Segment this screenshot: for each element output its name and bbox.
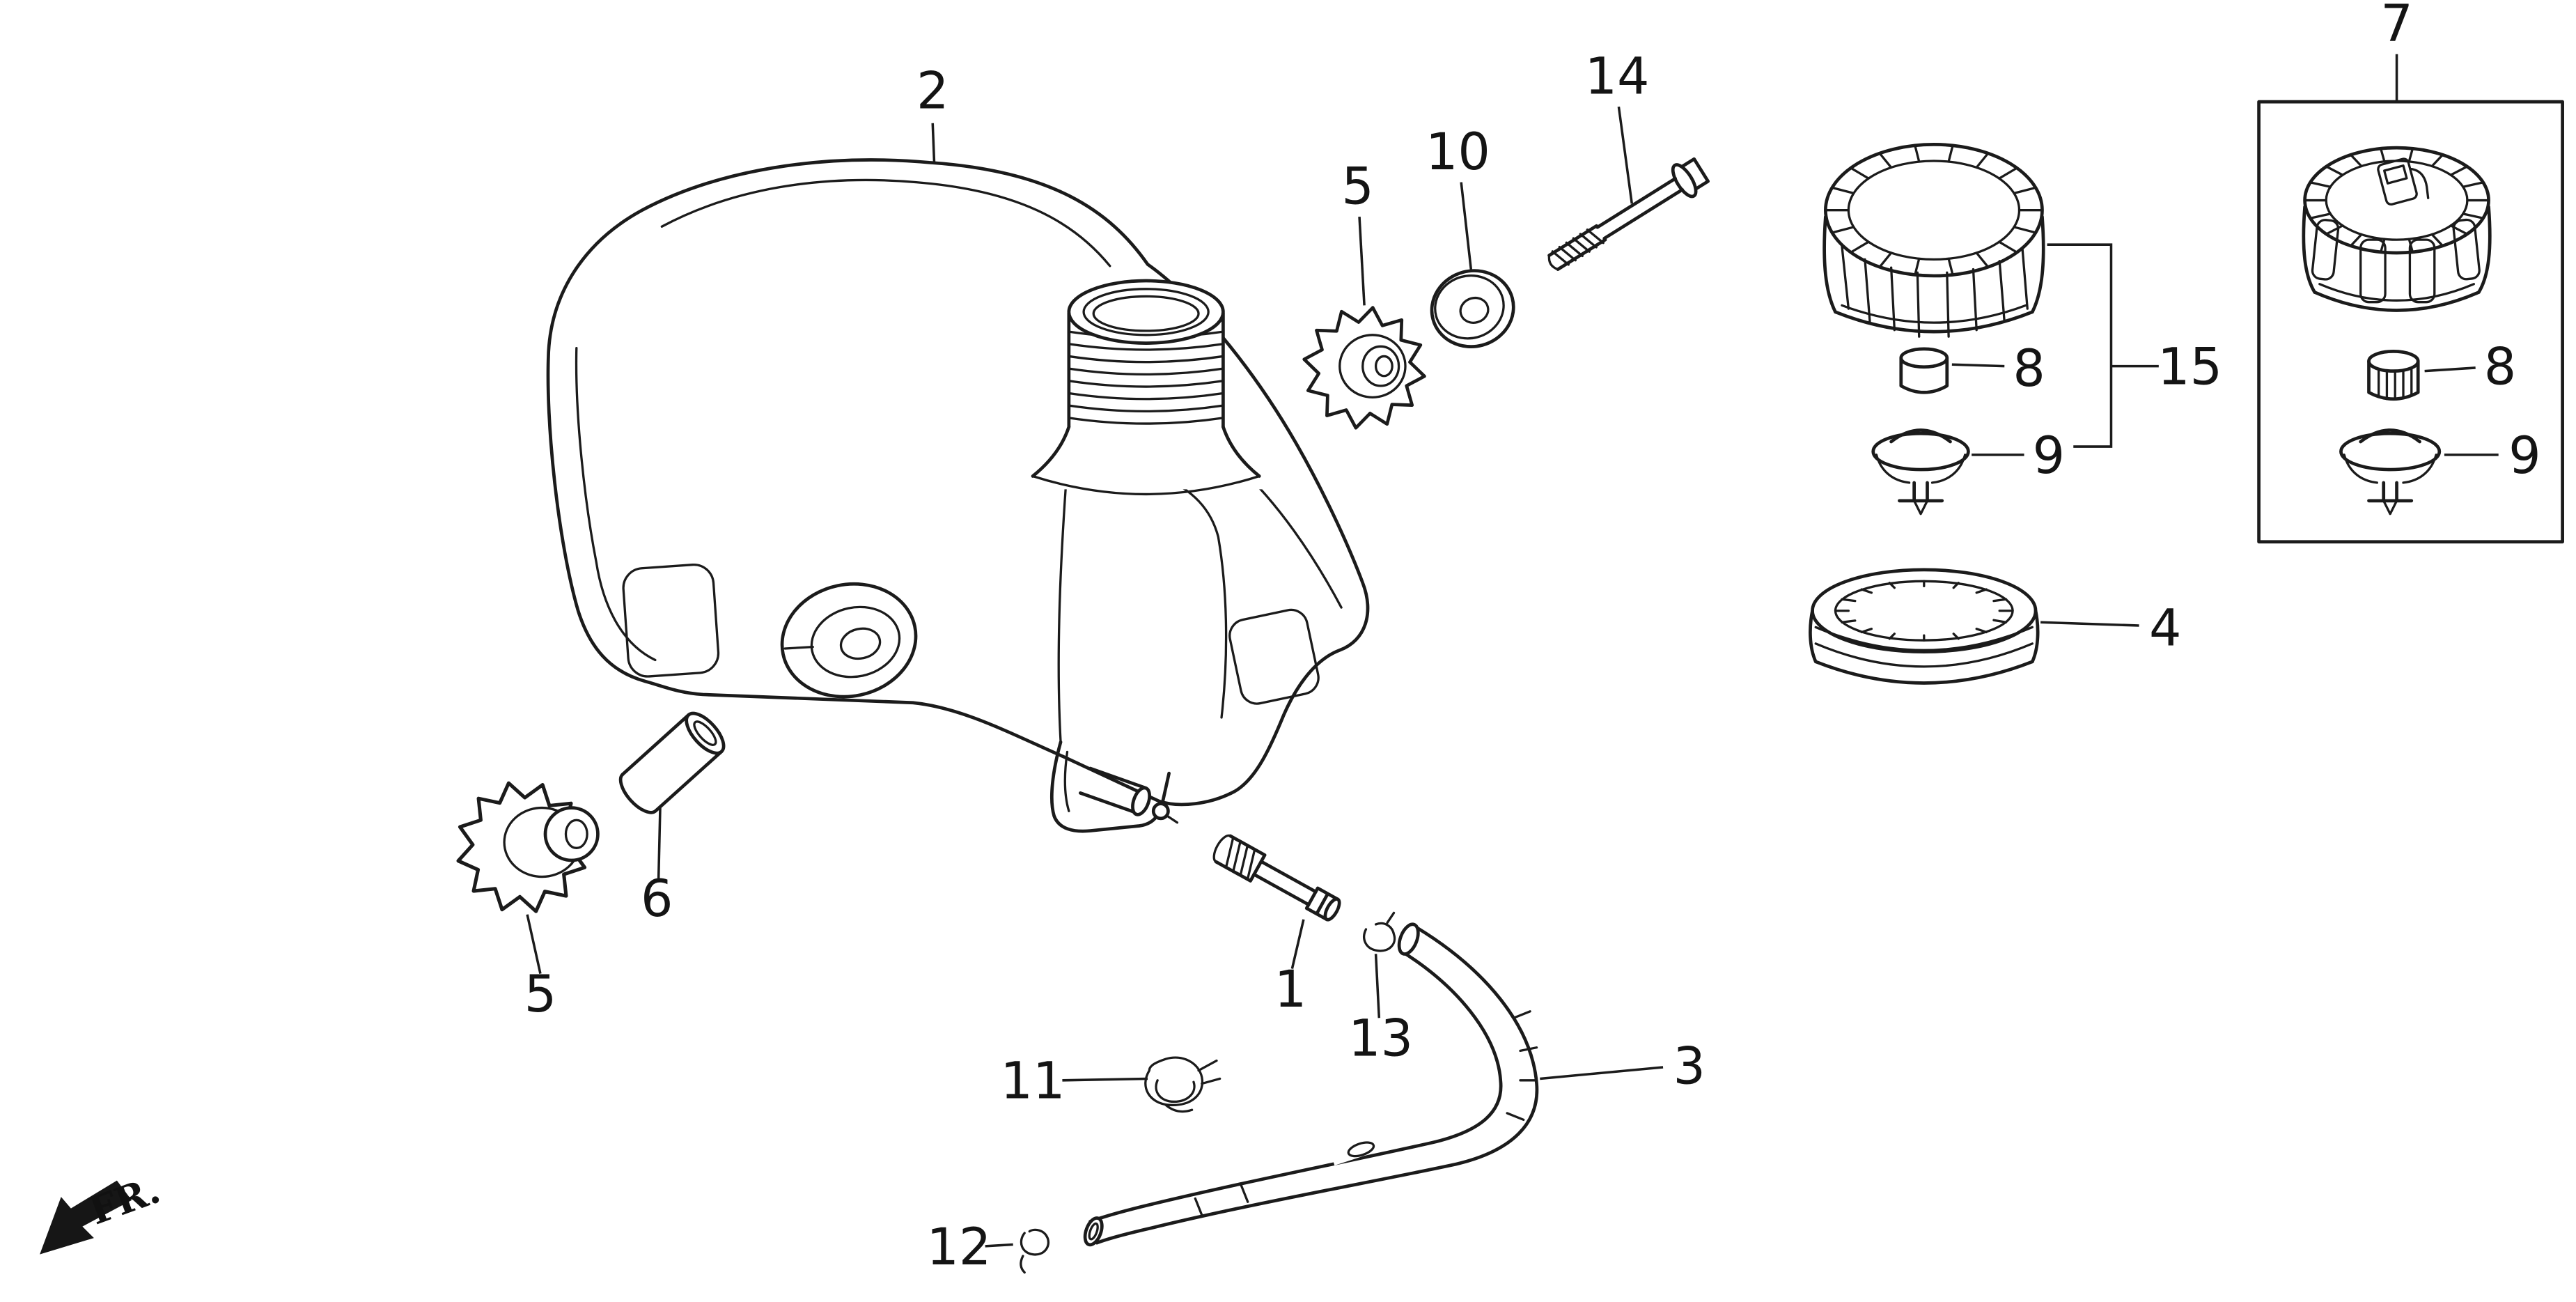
hose-clamp-11 (1144, 1056, 1221, 1113)
clip-12 (1020, 1228, 1049, 1274)
grommet-5-left (456, 781, 600, 913)
leader-part-5-left (526, 914, 542, 975)
part-label-14: 14 (1585, 47, 1650, 106)
neck-flare-left (1031, 425, 1071, 478)
fr-direction-marker: FR. (40, 1167, 166, 1255)
leader-lines (526, 54, 2499, 1248)
collar-6 (618, 711, 726, 814)
leader-part-1 (1290, 919, 1305, 969)
fr-label: FR. (84, 1167, 166, 1233)
fuel-hose-3 (1083, 922, 1539, 1247)
filler-neck (1031, 279, 1265, 495)
leader-part-5-upper (1358, 217, 1366, 306)
washer-10 (1430, 269, 1515, 348)
tank-front-crease (1057, 465, 1069, 743)
ring-serrations (1834, 580, 2014, 642)
fuel-cap-7 (2302, 146, 2492, 312)
tank-bottom-tab (1050, 740, 1171, 833)
neck-flare-right (1221, 425, 1261, 478)
cap-knurl-ticks (1824, 144, 2044, 277)
clip-13 (1363, 911, 1396, 952)
part-label-7: 7 (2380, 0, 2412, 54)
leader-part-10 (1460, 182, 1473, 270)
leader-part-4 (2040, 621, 2139, 627)
tank-right-recess (1228, 608, 1320, 705)
neck-rim-outer (1067, 279, 1225, 345)
fuel-cap-knob (1822, 143, 2045, 338)
leader-part-3 (1540, 1066, 1664, 1080)
callout-labels: 2 5 10 14 7 15 8 9 4 8 9 1 13 3 11 12 6 … (524, 0, 2541, 1277)
bushing-8-inset (2367, 350, 2420, 401)
part-label-9-inset: 9 (2508, 426, 2540, 486)
tank-left-recess (622, 563, 720, 678)
tank-boss (780, 582, 918, 699)
part-label-3: 3 (1673, 1037, 1705, 1096)
leader-part-14 (1617, 106, 1634, 204)
part-label-9-main: 9 (2033, 426, 2065, 486)
part-label-11: 11 (1001, 1052, 1065, 1111)
bolt-1 (1212, 834, 1341, 922)
neck-base-arc (1031, 474, 1260, 495)
cap7-window-2 (2359, 238, 2387, 304)
grommet-5-upper (1302, 306, 1426, 430)
leader-part-11 (1062, 1077, 1148, 1082)
leader-part-13 (1374, 954, 1381, 1018)
leader-part-8-inset (2424, 366, 2476, 373)
hose-shading-ticks (1194, 1010, 1538, 1216)
fuel-pump-icon (2377, 157, 2430, 206)
part-label-10: 10 (1426, 123, 1490, 182)
neck-rim-inner (1082, 288, 1210, 336)
leader-part-15-bracket (2047, 243, 2159, 448)
tank-left-contour (575, 347, 657, 662)
tank-top-contour (660, 178, 1111, 268)
part-label-13: 13 (1348, 1009, 1413, 1068)
bushing-8-main (1899, 347, 1949, 394)
leader-part-2 (931, 123, 936, 164)
part-label-6: 6 (641, 869, 673, 929)
cap-skirt-flutes (1841, 245, 2029, 338)
bolt-14 (1547, 157, 1710, 272)
inset-box (2257, 100, 2564, 544)
part-label-5-left: 5 (524, 965, 556, 1024)
cap7-window-4 (2452, 218, 2481, 281)
cap7-window-3 (2408, 238, 2436, 304)
fuel-outlet-spigot (1078, 766, 1179, 824)
cap7-window-1 (2311, 219, 2340, 281)
part-label-4: 4 (2149, 598, 2181, 658)
part-label-1: 1 (1274, 960, 1306, 1019)
valve-grommet-9-main (1871, 428, 1970, 516)
part-label-2: 2 (916, 62, 949, 121)
part-label-12: 12 (926, 1218, 991, 1277)
neck-bore (1092, 295, 1200, 332)
part-label-5-upper: 5 (1341, 157, 1373, 216)
part-label-8-main: 8 (2013, 339, 2045, 398)
tank-corner-crease (1148, 470, 1228, 719)
part-label-8-inset: 8 (2484, 338, 2516, 397)
leader-part-12 (985, 1243, 1013, 1248)
leader-part-8-main (1951, 363, 2005, 368)
part-label-15: 15 (2157, 338, 2222, 397)
serrated-ring-4 (1809, 568, 2040, 685)
hose-end-upper (1397, 922, 1420, 956)
fr-arrow-icon (40, 1180, 132, 1255)
valve-grommet-9-inset (2339, 428, 2442, 516)
leader-part-6 (657, 807, 662, 878)
